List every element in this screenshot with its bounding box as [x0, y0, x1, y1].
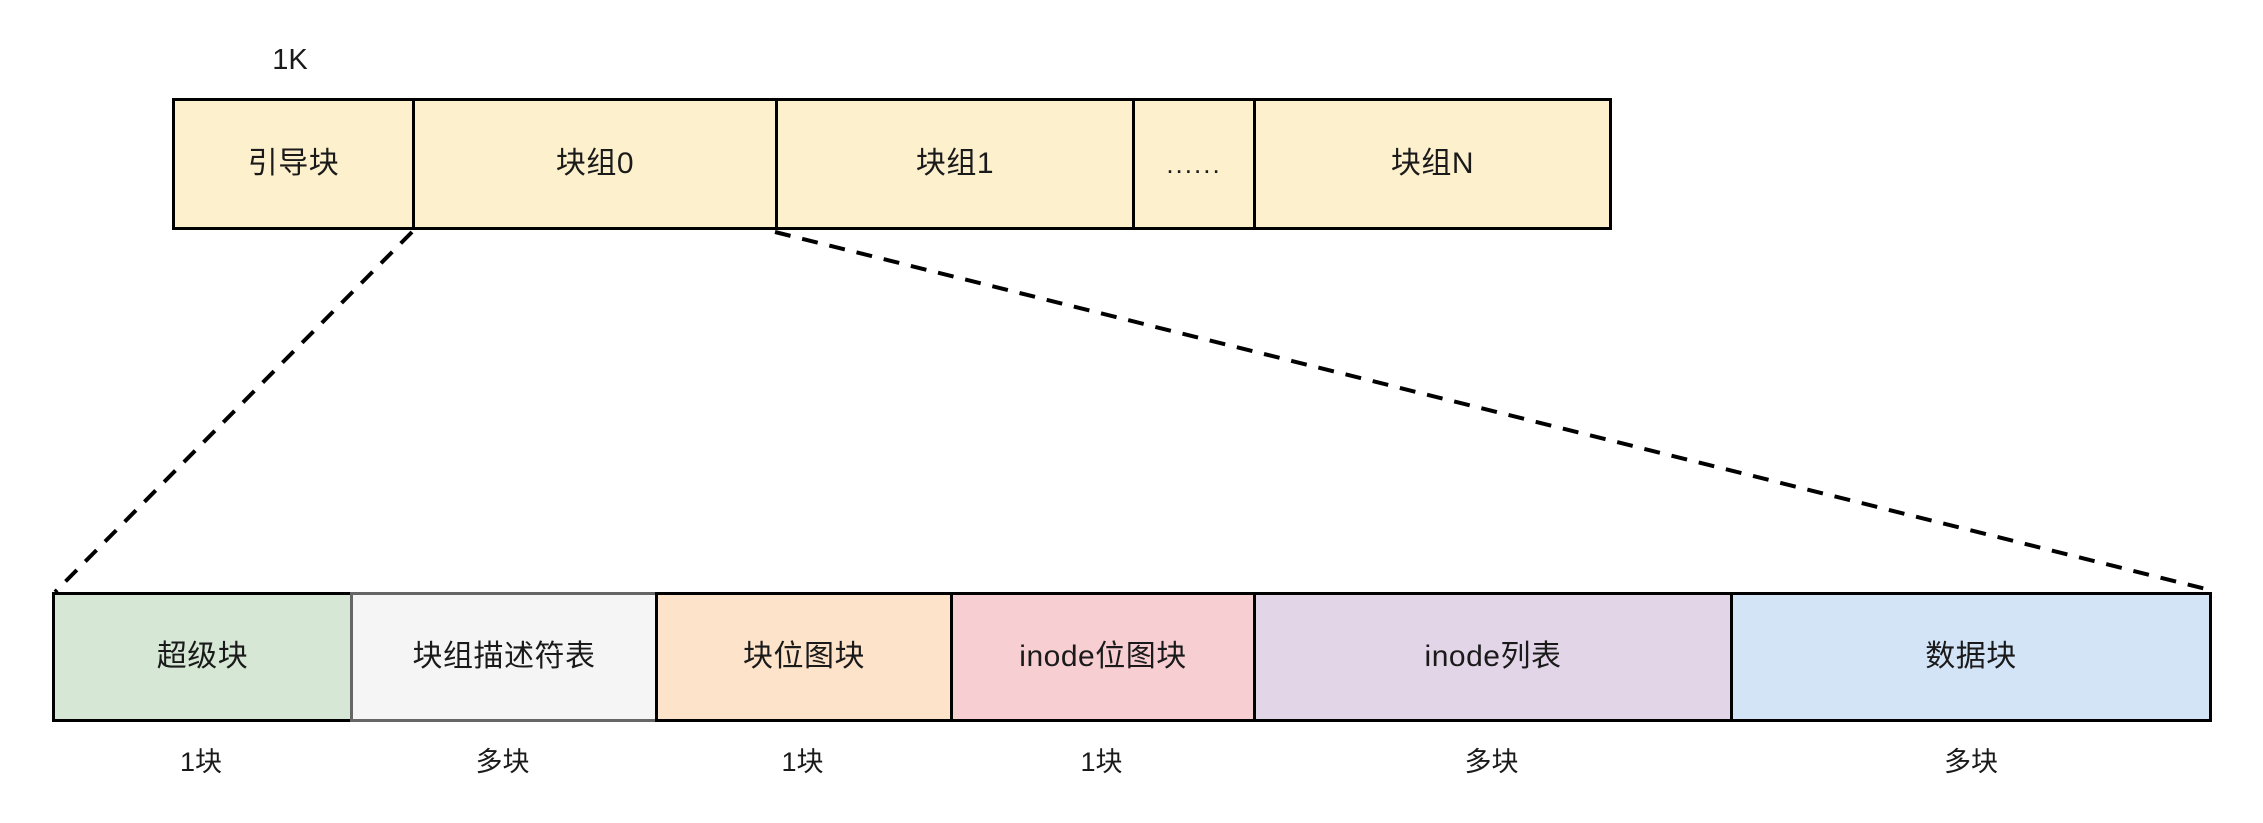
disk-cell-block-group-n-label: 块组N: [1390, 147, 1475, 180]
disk-cell-boot-block: 引导块: [172, 98, 412, 230]
disk-cell-boot-block-label: 引导块: [247, 147, 340, 180]
expand-line-right-icon: [774, 230, 2211, 592]
size-annotation-1k: 1K: [272, 44, 308, 76]
caption-group-descriptor-table: 多块: [475, 746, 530, 777]
blockgroup-cell-block-bitmap-label: 块位图块: [743, 640, 865, 673]
blockgroup-cell-data-blocks-label: 数据块: [1925, 640, 2017, 673]
blockgroup-cell-data-blocks: 数据块: [1730, 592, 2212, 722]
blockgroup-cell-inode-bitmap: inode位图块: [950, 592, 1253, 722]
disk-cell-block-group-n: 块组N: [1253, 98, 1612, 230]
caption-inode-table: 多块: [1464, 746, 1519, 777]
expand-line-left-icon: [53, 230, 414, 594]
disk-cell-block-group-0: 块组0: [412, 98, 775, 230]
disk-cell-ellipsis-label: ......: [1166, 149, 1222, 179]
disk-cell-block-group-0-label: 块组0: [555, 147, 635, 180]
blockgroup-cell-group-descriptor-table-label: 块组描述符表: [412, 640, 596, 673]
caption-inode-bitmap: 1块: [1080, 746, 1123, 777]
caption-data-blocks: 多块: [1944, 746, 1998, 777]
blockgroup-cell-block-bitmap: 块位图块: [655, 592, 950, 722]
caption-superblock: 1块: [179, 746, 223, 777]
blockgroup-cell-inode-bitmap-label: inode位图块: [1019, 640, 1187, 673]
blockgroup-cell-superblock: 超级块: [52, 592, 350, 722]
blockgroup-cell-inode-table: inode列表: [1253, 592, 1730, 722]
disk-cell-ellipsis: ......: [1132, 98, 1253, 230]
blockgroup-cell-superblock-label: 超级块: [156, 640, 249, 673]
blockgroup-cell-inode-table-label: inode列表: [1424, 640, 1562, 673]
disk-cell-block-group-1: 块组1: [775, 98, 1132, 230]
disk-cell-block-group-1-label: 块组1: [915, 147, 995, 180]
blockgroup-cell-group-descriptor-table: 块组描述符表: [350, 592, 655, 722]
caption-block-bitmap: 1块: [781, 746, 824, 777]
